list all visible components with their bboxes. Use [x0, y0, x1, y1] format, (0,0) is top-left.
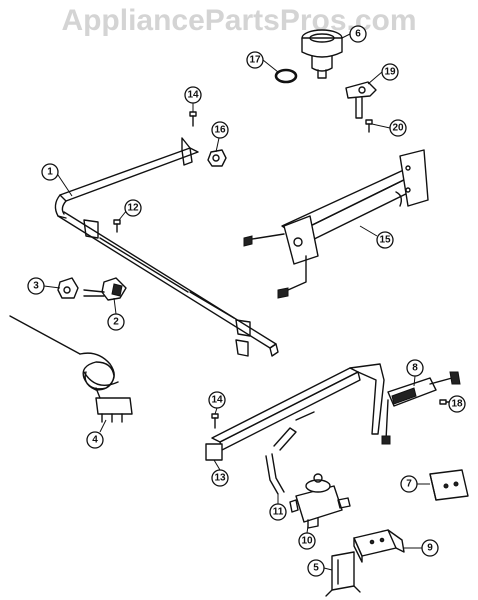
svg-text:17: 17: [249, 55, 261, 66]
callout-12: 12: [124, 199, 142, 217]
svg-text:15: 15: [379, 235, 391, 246]
svg-text:11: 11: [273, 507, 284, 518]
callout-9: 9: [421, 539, 439, 557]
part-thermostat: [9, 315, 133, 423]
part-igniter: [381, 371, 461, 445]
svg-text:4: 4: [92, 435, 98, 446]
svg-text:20: 20: [392, 123, 404, 134]
svg-text:6: 6: [355, 29, 361, 40]
callout-3: 3: [27, 277, 45, 295]
callout-5: 5: [307, 559, 325, 577]
part-burner-tube: [243, 149, 429, 299]
part-bracket-5: [325, 551, 361, 597]
svg-text:13: 13: [214, 473, 226, 484]
svg-text:18: 18: [451, 399, 463, 410]
part-electrode: [57, 277, 127, 301]
svg-text:9: 9: [427, 543, 433, 554]
leader-lines: [43, 33, 453, 571]
part-screw-20: [365, 119, 373, 133]
callout-18: 18: [448, 395, 466, 413]
svg-text:5: 5: [313, 563, 319, 574]
svg-text:3: 3: [33, 281, 39, 292]
callout-4: 4: [86, 431, 104, 449]
callout-14-top: 14: [184, 86, 202, 104]
part-frame-bottom: [205, 363, 385, 461]
svg-text:12: 12: [127, 203, 139, 214]
part-control-box: [429, 469, 469, 501]
callout-11: 11: [269, 503, 287, 521]
svg-text:14: 14: [187, 90, 199, 101]
callout-7: 7: [400, 475, 418, 493]
part-burner-head: [301, 29, 343, 79]
svg-text:19: 19: [384, 67, 396, 78]
part-screw-top: [189, 111, 197, 127]
part-bracket-19: [345, 81, 377, 119]
callout-13: 13: [211, 469, 229, 487]
part-clip: [207, 149, 227, 167]
part-switch: [353, 529, 405, 563]
callout-19: 19: [381, 63, 399, 81]
callout-15: 15: [376, 231, 394, 249]
svg-text:10: 10: [301, 536, 313, 547]
callout-14-lower: 14: [208, 391, 226, 409]
svg-text:1: 1: [47, 167, 53, 178]
callout-8: 8: [406, 359, 424, 377]
callout-10: 10: [298, 532, 316, 550]
part-valve: [289, 473, 351, 529]
svg-text:14: 14: [211, 395, 223, 406]
svg-text:2: 2: [113, 317, 119, 328]
svg-text:7: 7: [406, 479, 412, 490]
part-screw-12: [113, 219, 121, 233]
part-o-ring: [274, 68, 298, 84]
part-gas-tube: [265, 427, 297, 495]
callout-1: 1: [41, 163, 59, 181]
svg-text:16: 16: [214, 125, 226, 136]
callout-2: 2: [107, 313, 125, 331]
callout-6: 6: [349, 25, 367, 43]
callout-20: 20: [389, 119, 407, 137]
part-frame-top: [54, 137, 279, 357]
callout-16: 16: [211, 121, 229, 139]
svg-text:8: 8: [412, 363, 418, 374]
part-screw-lower: [211, 413, 219, 429]
callout-17: 17: [246, 51, 264, 69]
